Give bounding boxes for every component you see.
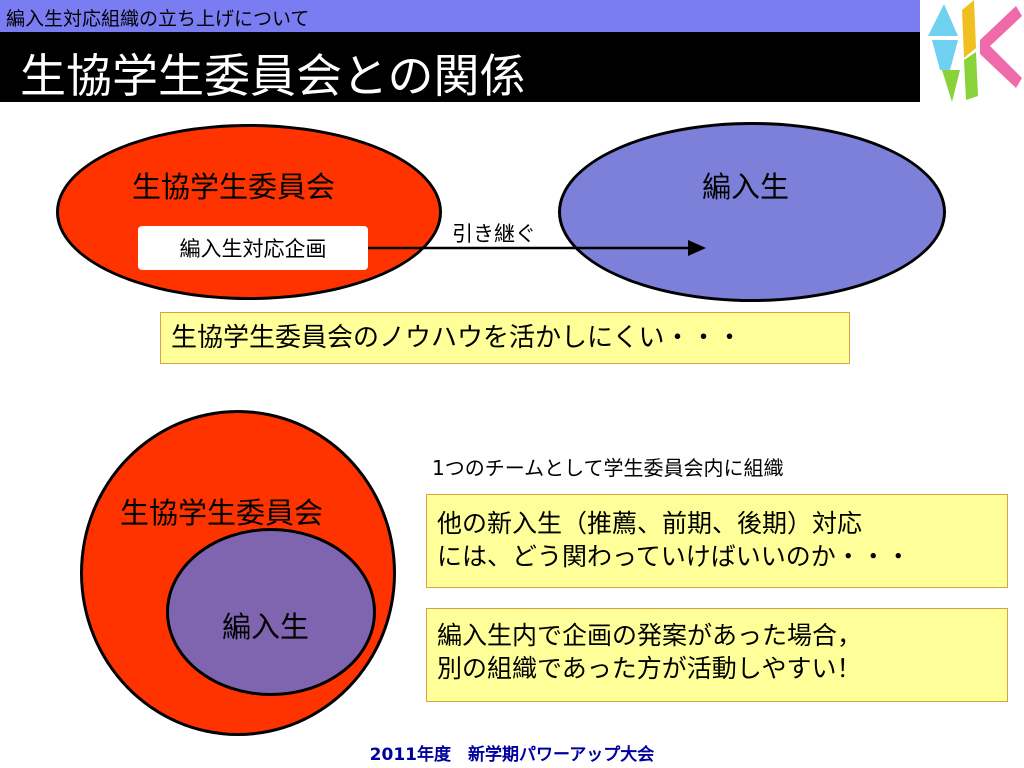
hennyusei-circle-top [558,122,946,302]
note-other-students-line2: には、どう関わっていけばいいのか・・・ [437,542,911,571]
note-separate-org-line2: 別の組織であった方が活動しやすい！ [437,654,862,683]
gakusei-iinkai-label-top: 生協学生委員会 [132,170,336,204]
top-note: 生協学生委員会のノウハウを活かしにくい・・・ [160,312,850,364]
note-separate-org: 編入生内で企画の発案があった場合， 別の組織であった方が活動しやすい！ [426,608,1008,702]
hennyusei-label-top: 編入生 [702,170,790,204]
subtitle-bar: 編入生対応組織の立ち上げについて [0,0,920,32]
hennyusei-kikaku-box: 編入生対応企画 [138,226,368,270]
hennyusei-label-bottom: 編入生 [222,610,310,644]
ak-logo-icon [928,0,1022,102]
handover-arrow [368,240,706,256]
footer: 2011年度 新学期パワーアップ大会 [369,745,655,765]
handover-label: 引き継ぐ [452,222,536,246]
title-bar: 生協学生委員会との関係 [0,32,920,103]
note-other-students: 他の新入生（推薦、前期、後期）対応 には、どう関わっていけばいいのか・・・ [426,494,1008,588]
slide-subtitle: 編入生対応組織の立ち上げについて [6,8,310,30]
slide-title: 生協学生委員会との関係 [20,49,526,103]
note-other-students-line1: 他の新入生（推薦、前期、後期）対応 [437,509,863,538]
hennyusei-circle-bottom [166,528,376,696]
team-caption: 1つのチームとして学生委員会内に組織 [432,456,784,480]
gakusei-iinkai-label-bottom: 生協学生委員会 [120,496,324,530]
note-separate-org-line1: 編入生内で企画の発案があった場合， [437,621,863,650]
gakusei-iinkai-circle-top [56,124,442,300]
